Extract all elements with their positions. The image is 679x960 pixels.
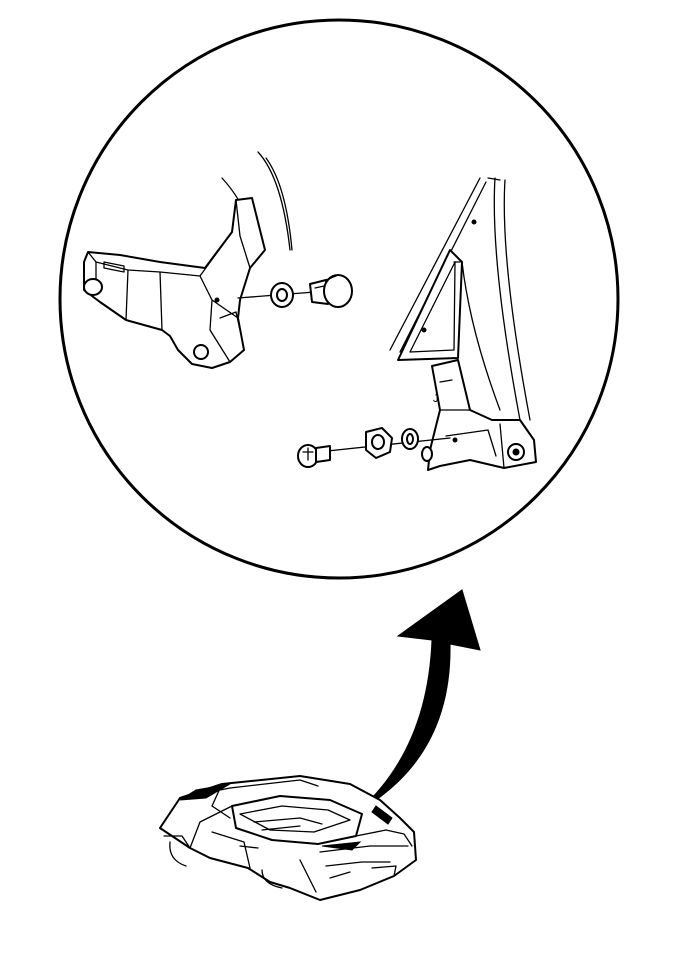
svg-text:J: J [433, 393, 439, 405]
callout-arrow [369, 589, 481, 805]
left-bracket [83, 151, 293, 369]
left-fastener-group [237, 274, 353, 308]
right-pillar-bracket: J [389, 177, 537, 471]
right-fastener-group [297, 427, 451, 468]
vehicle-body [159, 775, 417, 901]
